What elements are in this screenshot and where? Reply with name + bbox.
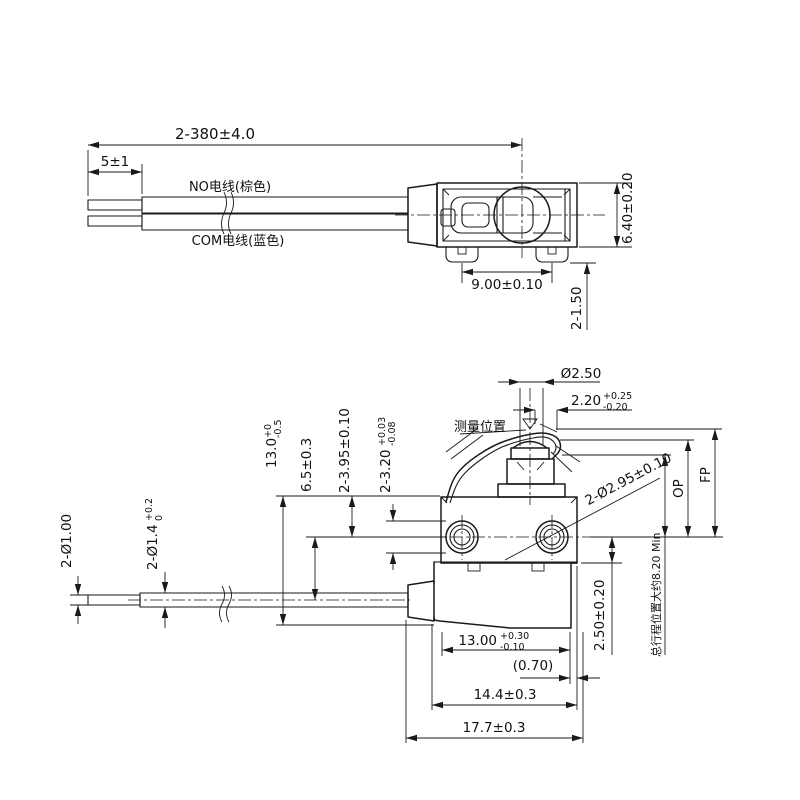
- dim-lip: (0.70): [513, 658, 554, 674]
- dim-total-width: 17.7±0.3: [463, 720, 526, 736]
- dim-strip-length: 5±1: [101, 154, 130, 170]
- dim-plunger-dia: Ø2.50: [561, 366, 602, 382]
- dim-hole-boss-sup: +0.03: [377, 417, 388, 446]
- dim-wire-dia-sub: 0: [154, 515, 165, 521]
- dim-wire-dia-sup: +0.2: [144, 498, 155, 521]
- dim-feet-pitch: 9.00±0.10: [471, 277, 542, 293]
- dim-base-step: 2.50±0.20: [592, 580, 608, 651]
- side-view-plunger: [497, 388, 566, 505]
- side-view-reference-lines: [428, 428, 723, 538]
- label-op: OP: [671, 479, 687, 498]
- wire-boot: [407, 580, 435, 622]
- dim-base-width-sup: +0.30: [500, 631, 529, 642]
- dim-overall-height-sup: +0: [263, 424, 274, 438]
- top-view-feet: [445, 246, 569, 263]
- label-no-wire: NO电线(棕色): [189, 179, 271, 195]
- side-view: 测量位置 Ø2.50 2.20 +0.25: [59, 366, 723, 743]
- side-view-dimensions: Ø2.50 2.20 +0.25 -0.20 13.0 +0: [59, 366, 719, 743]
- dim-tip-travel: 2.20: [571, 393, 601, 409]
- dim-feet-thickness: 2-1.50: [569, 286, 585, 330]
- label-measure-position: 测量位置: [454, 420, 506, 435]
- label-com-wire: COM电线(蓝色): [192, 233, 285, 249]
- dim-mid-width: 14.4±0.3: [474, 687, 537, 703]
- dim-overall-height: 13.0: [264, 438, 280, 468]
- side-view-wire: [87, 585, 410, 623]
- dim-tip-travel-sup: +0.25: [603, 391, 632, 402]
- dim-base-width: 13.00: [458, 633, 497, 649]
- label-fp: FP: [698, 467, 714, 483]
- dim-hole-boss-sub: -0.08: [387, 421, 398, 446]
- dim-hole-boss: 2-3.20: [378, 449, 394, 493]
- side-view-lever: [445, 423, 581, 504]
- dim-base-width-sub: -0.10: [500, 642, 525, 653]
- dim-wire-dia: 2-Ø1.4: [145, 524, 161, 570]
- dim-wire-offset: 6.5±0.3: [299, 438, 315, 492]
- top-view-dimensions: 2-380±4.0 5±1 NO电线(棕色) COM电线(蓝色) 6.40±0.…: [87, 125, 636, 330]
- dim-overall-height-sub: -0.5: [273, 419, 284, 438]
- dim-tip-travel-sub: -0.20: [603, 402, 628, 413]
- note-travel: 总行程位置大约8.20 Min: [649, 532, 663, 657]
- dim-body-height: 6.40±0.20: [620, 173, 636, 244]
- side-view-body: [407, 496, 578, 629]
- top-view-wires: [87, 191, 409, 235]
- measure-position-marker: 测量位置: [454, 418, 538, 435]
- top-view: 2-380±4.0 5±1 NO电线(棕色) COM电线(蓝色) 6.40±0.…: [87, 125, 636, 330]
- dim-mount-holes: 2-Ø2.95±0.10: [582, 450, 674, 509]
- dim-wire-length: 2-380±4.0: [175, 125, 255, 143]
- side-view-mounting-holes: [445, 515, 569, 560]
- dim-hole-from-top: 2-3.95±0.10: [337, 408, 353, 493]
- dim-bare-wire-dia: 2-Ø1.00: [59, 514, 75, 568]
